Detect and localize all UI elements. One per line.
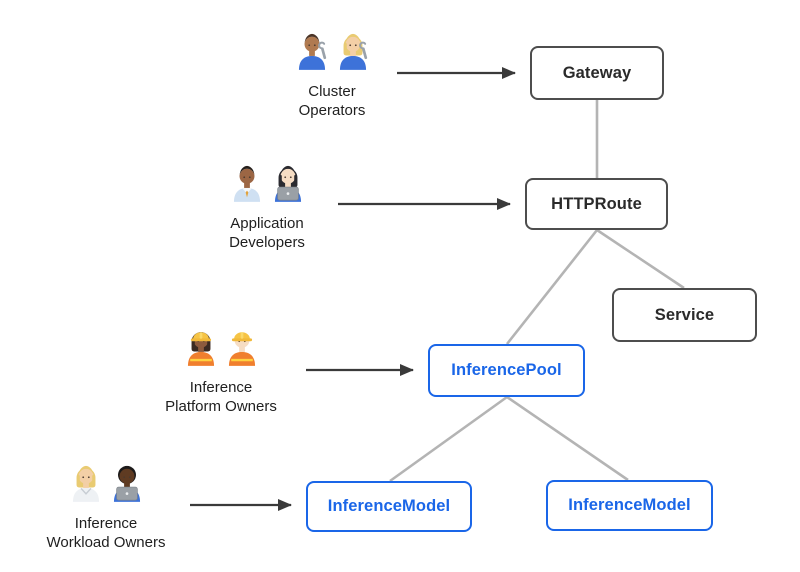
man-technologist-icon: [109, 463, 145, 508]
persona-label-line: Inference: [189, 379, 253, 396]
node-label: InferenceModel: [568, 496, 691, 514]
node-service: Service: [612, 288, 757, 342]
node-inferencepool: InferencePool: [428, 344, 585, 397]
node-label: Gateway: [562, 63, 632, 82]
persona-label-line: Inference: [74, 515, 138, 532]
man-construction-worker-icon: [224, 327, 260, 372]
man-office-worker-icon: [229, 163, 265, 208]
connector-inferencepool-to-inferencemodel-left: [389, 395, 508, 483]
node-label: Service: [654, 305, 715, 324]
node-inferencemodel-right: InferenceModel: [546, 480, 713, 531]
woman-mechanic-icon: [335, 31, 371, 76]
persona-label-line: Platform Owners: [165, 398, 277, 415]
persona-icons: [229, 165, 306, 208]
persona-icons: [183, 332, 260, 372]
node-label: InferenceModel: [327, 497, 451, 515]
persona-label-line: Operators: [298, 102, 366, 119]
persona-icons: [294, 33, 371, 76]
persona-label-line: Workload Owners: [46, 534, 166, 551]
connector-httproute-to-service: [596, 228, 685, 290]
connector-inferencepool-to-inferencemodel-right: [506, 395, 629, 482]
connector-httproute-to-inferencepool: [505, 229, 599, 345]
woman-technologist-icon: [270, 163, 306, 208]
persona-label-line: Cluster: [308, 83, 356, 100]
node-inferencemodel-left: InferenceModel: [306, 481, 472, 532]
persona-icons: [68, 465, 145, 508]
man-mechanic-icon: [294, 31, 330, 76]
node-gateway: Gateway: [530, 46, 664, 100]
persona-label-line: Developers: [229, 234, 305, 251]
woman-health-worker-icon: [68, 463, 104, 508]
node-httproute: HTTPRoute: [525, 178, 668, 230]
persona-label-line: Application: [230, 215, 304, 232]
woman-construction-worker-icon: [183, 327, 219, 372]
node-label: HTTPRoute: [551, 194, 642, 213]
node-label: InferencePool: [451, 361, 562, 379]
